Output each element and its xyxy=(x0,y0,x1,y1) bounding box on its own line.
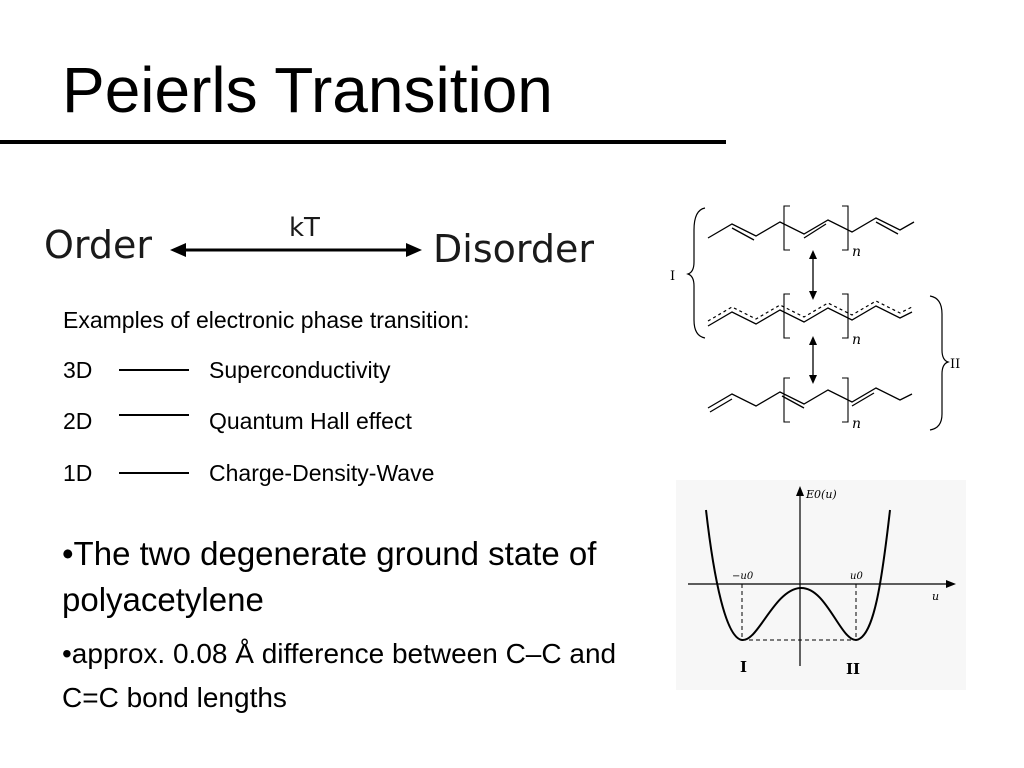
structure-label-ii: II xyxy=(950,357,960,372)
example-dimension: 2D xyxy=(63,408,93,434)
polyacetylene-structures-figure: I n n II n xyxy=(670,205,960,432)
disorder-label: Disorder xyxy=(433,227,594,271)
example-dash xyxy=(119,472,189,474)
minus-u0-label: −u0 xyxy=(732,571,754,582)
examples-heading: Examples of electronic phase transition: xyxy=(63,307,470,333)
bullet-ground-state: •The two degenerate ground state of poly… xyxy=(62,535,597,618)
example-phenomenon: Superconductivity xyxy=(209,357,391,383)
plot-ylabel: E0(u) xyxy=(805,488,837,501)
order-label: Order xyxy=(44,223,152,267)
double-well-energy-plot: E0(u) u −u0 u0 I II xyxy=(676,480,966,690)
plus-u0-label: u0 xyxy=(850,571,863,582)
title-underline xyxy=(0,140,726,144)
example-phenomenon: Quantum Hall effect xyxy=(209,408,412,434)
structure-label-i: I xyxy=(670,269,675,284)
min-right-label: II xyxy=(846,660,860,678)
example-dash xyxy=(119,414,189,416)
subscript-n: n xyxy=(852,332,861,348)
subscript-n: n xyxy=(852,416,861,432)
kt-label: kT xyxy=(289,213,320,243)
plot-xlabel: u xyxy=(932,590,939,603)
subscript-n: n xyxy=(852,244,861,260)
bullet-bond-length: •approx. 0.08 Å difference between C–C a… xyxy=(62,638,617,713)
example-dash xyxy=(119,369,189,371)
example-phenomenon: Charge-Density-Wave xyxy=(209,460,435,486)
double-arrow-icon xyxy=(170,243,422,257)
example-dimension: 3D xyxy=(63,357,93,383)
min-left-label: I xyxy=(740,658,747,676)
example-dimension: 1D xyxy=(63,460,93,486)
slide-title: Peierls Transition xyxy=(62,54,553,126)
